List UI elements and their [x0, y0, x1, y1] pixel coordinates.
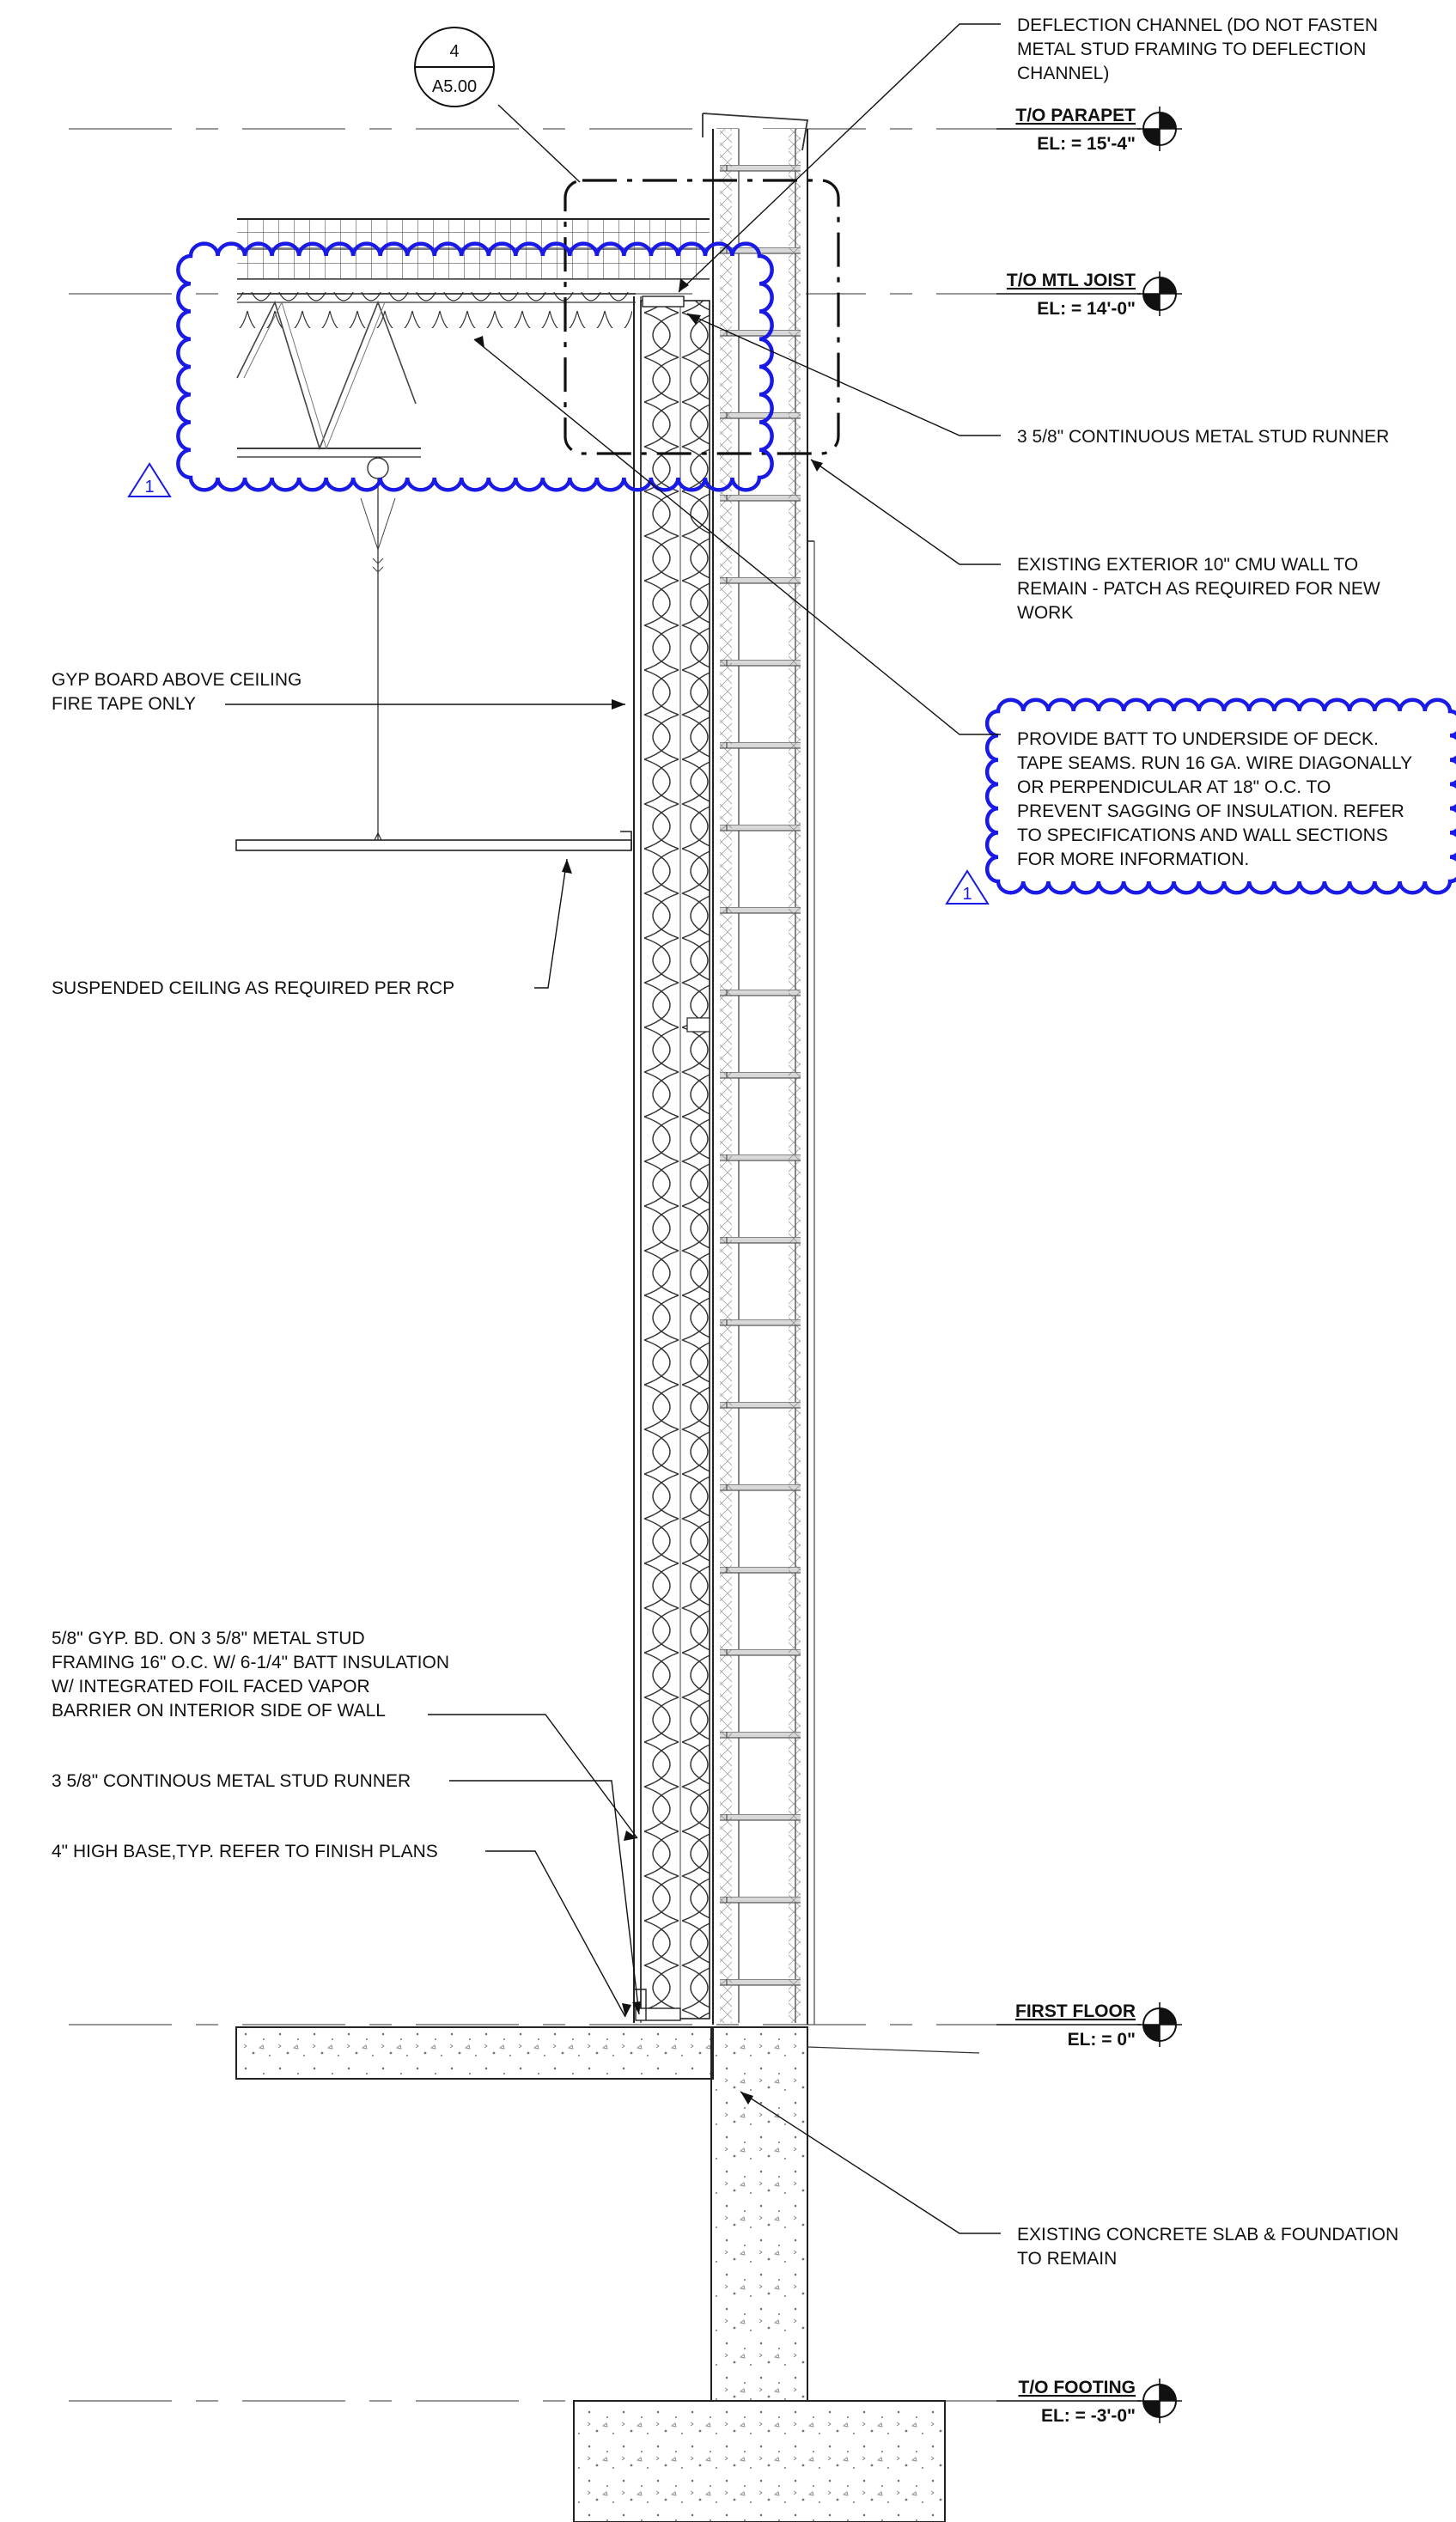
level-elevation: EL: = -3'-0" [1041, 2406, 1136, 2426]
revision-delta-1: 1 [127, 462, 172, 497]
suspended-ceiling [235, 478, 632, 851]
revision-number: 1 [962, 885, 972, 904]
detail-sheet: A5.00 [432, 77, 477, 96]
concrete-foundation [235, 2026, 980, 2522]
note-suspended-ceiling: SUSPENDED CEILING AS REQUIRED PER RCP [52, 978, 454, 998]
level-elevation: EL: = 14'-0" [1037, 299, 1136, 319]
level-name: T/O MTL JOIST [1007, 271, 1136, 290]
note-gyp-above-ceiling: GYP BOARD ABOVE CEILING FIRE TAPE ONLY [52, 670, 307, 714]
note-gyp-stud-framing: 5/8" GYP. BD. ON 3 5/8" METAL STUD FRAMI… [52, 1629, 454, 1721]
leader-lines [225, 23, 1001, 2234]
interior-stud-wall [633, 295, 710, 2023]
note-base: 4" HIGH BASE,TYP. REFER TO FINISH PLANS [52, 1842, 438, 1861]
level-elevation: EL: = 15'-4" [1037, 134, 1136, 154]
level-name: FIRST FLOOR [1015, 2001, 1136, 2021]
note-deflection-channel: DEFLECTION CHANNEL (DO NOT FASTEN METAL … [1017, 15, 1383, 83]
level-marker-footing: T/O FOOTING EL: = -3'-0" [996, 2378, 1182, 2426]
level-name: T/O PARAPET [1015, 106, 1136, 125]
existing-cmu-wall [702, 113, 815, 2025]
detail-callout-box [564, 179, 840, 455]
note-stud-runner-top: 3 5/8" CONTINUOUS METAL STUD RUNNER [1017, 427, 1389, 447]
revision-cloud-batt-note [984, 698, 1456, 895]
level-elevation: EL: = 0" [1068, 2030, 1136, 2050]
note-existing-cmu: EXISTING EXTERIOR 10" CMU WALL TO REMAIN… [1017, 555, 1386, 623]
revision-delta-2: 1 [945, 869, 990, 905]
leader-arrowheads [474, 278, 823, 2105]
revision-cloud-roof [176, 241, 774, 492]
detail-number: 4 [449, 42, 459, 61]
detail-reference-tag: 4 A5.00 [414, 27, 495, 107]
revision-number: 1 [144, 478, 154, 496]
level-name: T/O FOOTING [1019, 2378, 1136, 2397]
note-existing-slab: EXISTING CONCRETE SLAB & FOUNDATION TO R… [1017, 2225, 1404, 2269]
note-batt-to-deck: PROVIDE BATT TO UNDERSIDE OF DECK. TAPE … [1017, 729, 1417, 869]
level-marker-first-floor: FIRST FLOOR EL: = 0" [996, 2001, 1182, 2050]
level-marker-joist: T/O MTL JOIST EL: = 14'-0" [996, 271, 1182, 319]
roof-joist [236, 218, 710, 479]
note-stud-runner-bottom: 3 5/8" CONTINOUS METAL STUD RUNNER [52, 1771, 411, 1791]
level-marker-parapet: T/O PARAPET EL: = 15'-4" [996, 106, 1182, 154]
